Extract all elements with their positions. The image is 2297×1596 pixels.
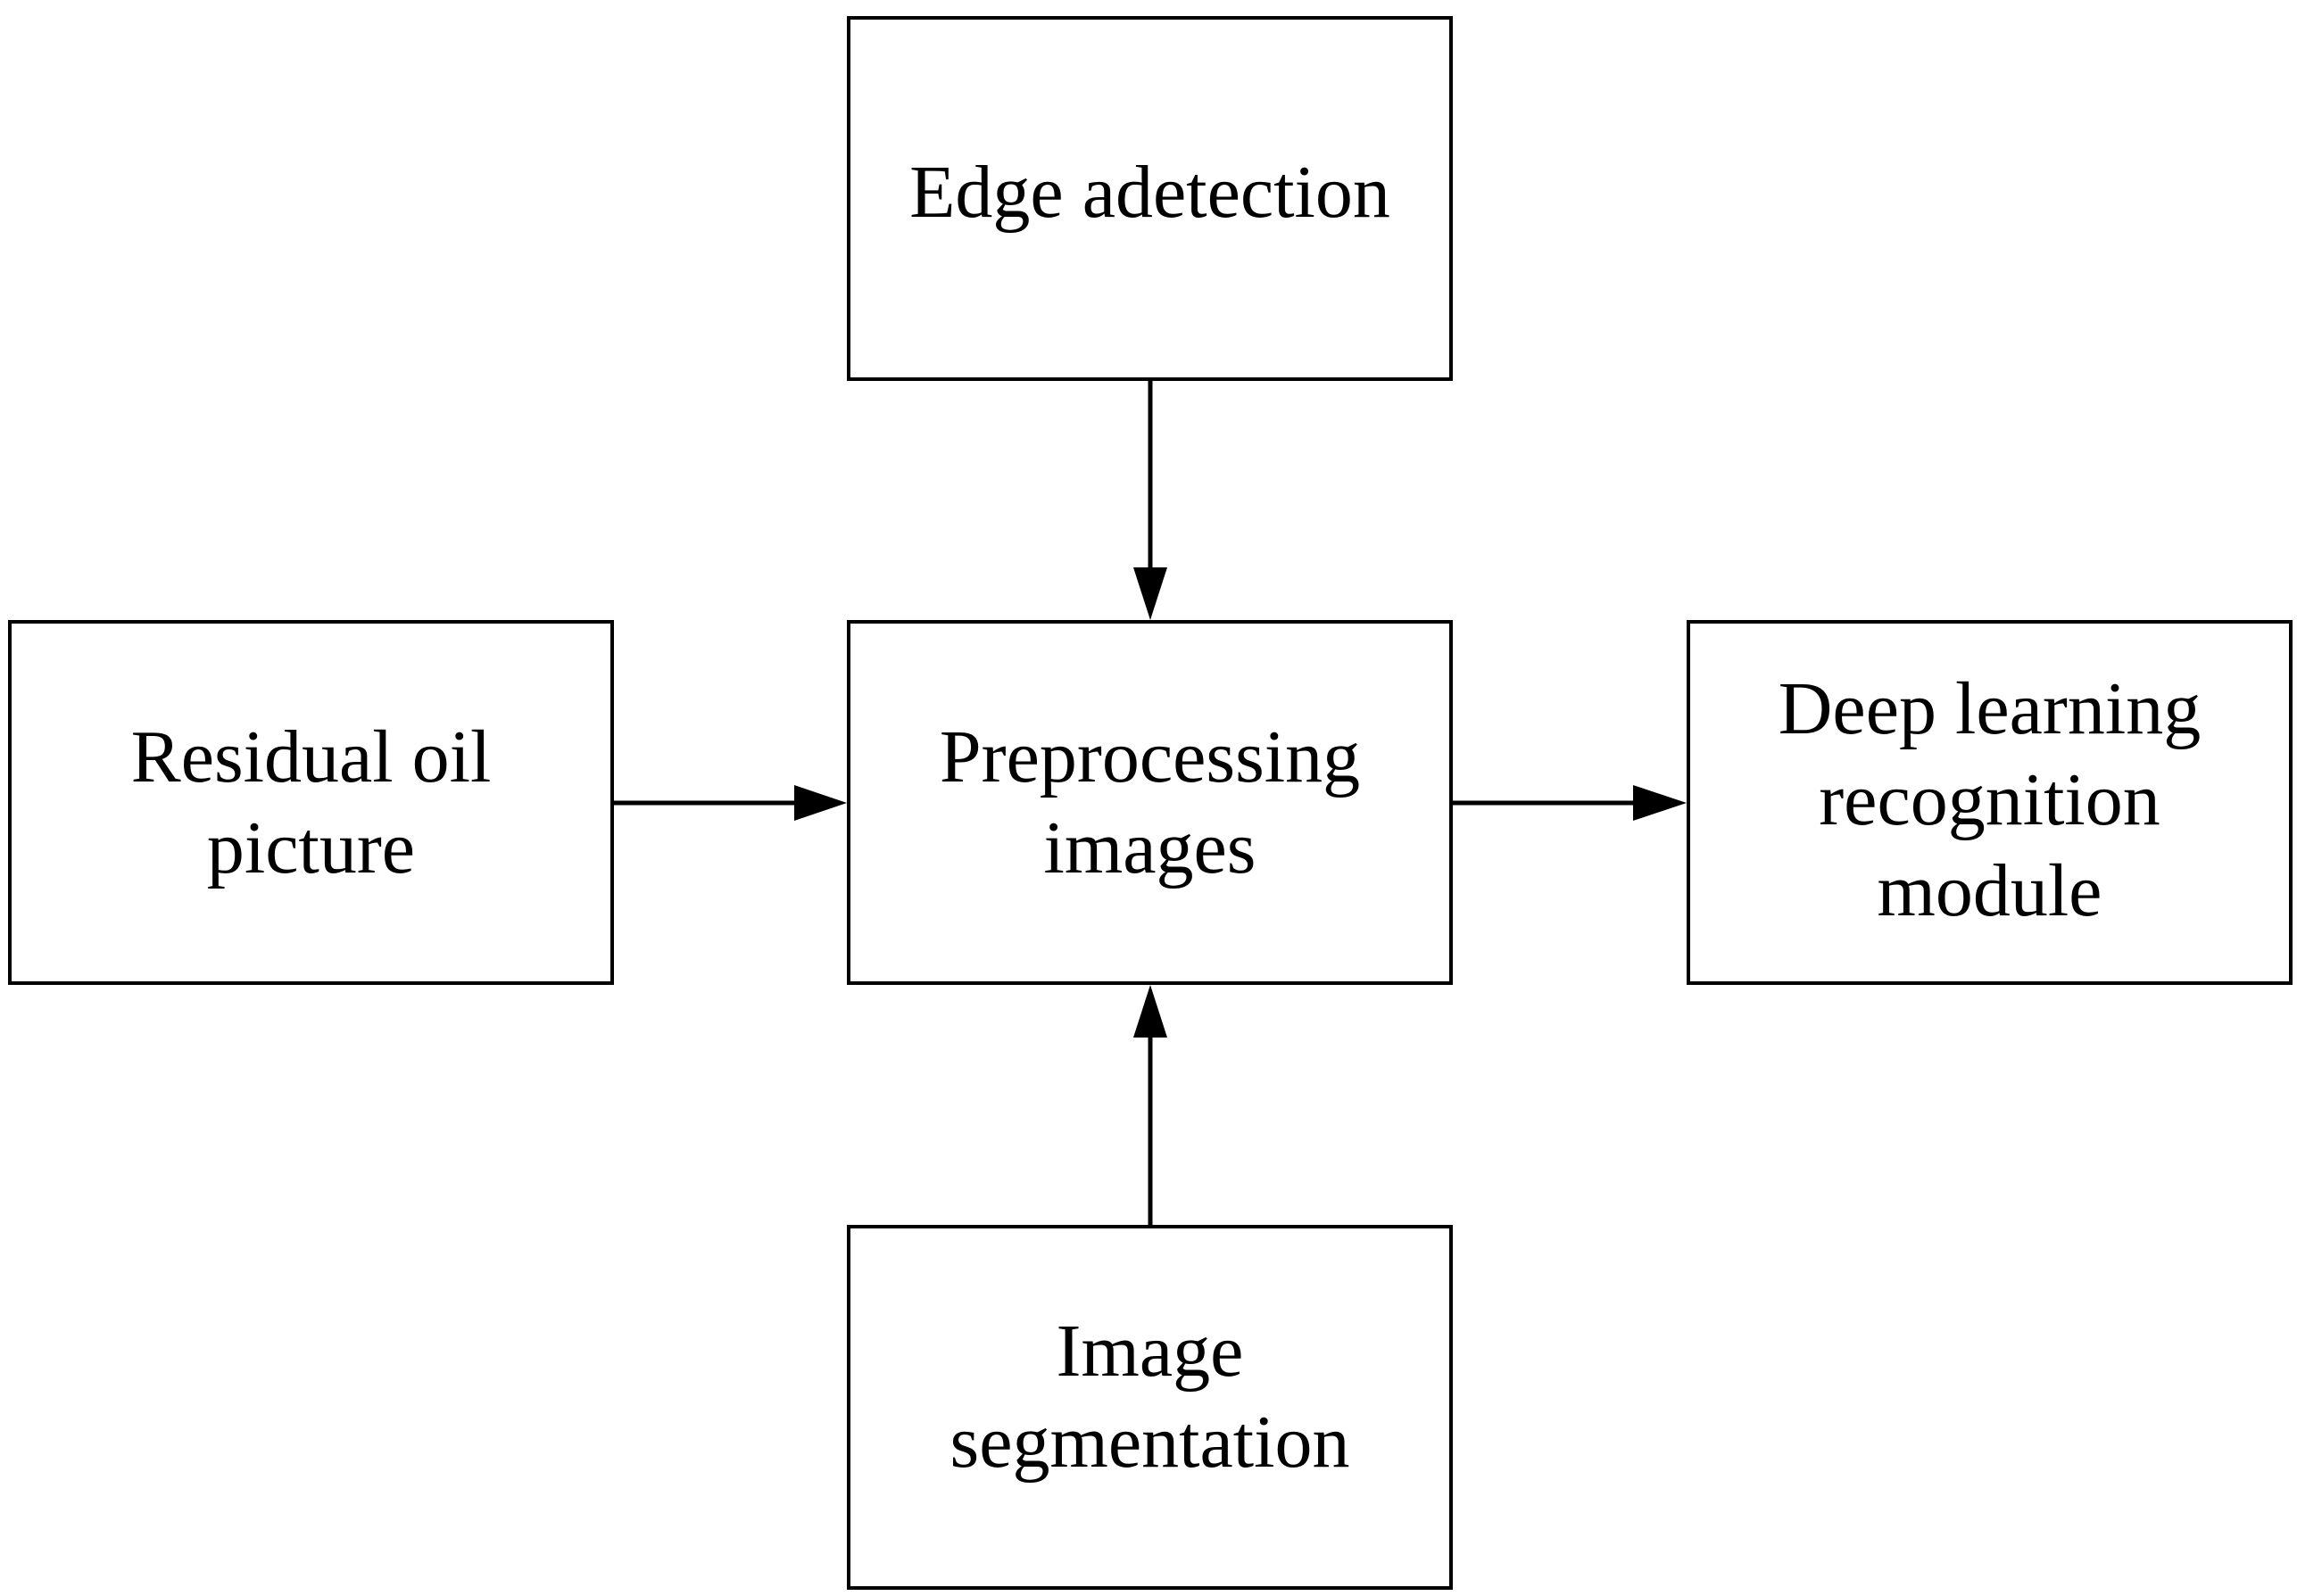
edge-detection-box: Edge adetection [847, 16, 1453, 381]
residual-oil-picture-label: Residual oil picture [130, 715, 492, 889]
arrow-head [1133, 985, 1167, 1038]
arrow-edge-to-preprocessing [1133, 381, 1167, 620]
image-segmentation-label: Image segmentation [949, 1309, 1350, 1484]
arrow-head [1133, 567, 1167, 620]
deep-learning-module-label: Deep learning recognition module [1778, 666, 2202, 932]
preprocessing-images-label: Preprocessing images [939, 715, 1361, 889]
residual-oil-picture-box: Residual oil picture [8, 620, 614, 985]
arrow-residual-to-preprocessing [614, 785, 847, 821]
deep-learning-module-box: Deep learning recognition module [1687, 620, 2293, 985]
edge-detection-label: Edge adetection [909, 150, 1390, 234]
arrow-head [1633, 785, 1687, 821]
arrow-head [794, 785, 847, 821]
image-segmentation-box: Image segmentation [847, 1225, 1453, 1590]
preprocessing-images-box: Preprocessing images [847, 620, 1453, 985]
arrow-segmentation-to-preprocessing [1133, 985, 1167, 1225]
arrow-preprocessing-to-deep-learning [1453, 785, 1687, 821]
